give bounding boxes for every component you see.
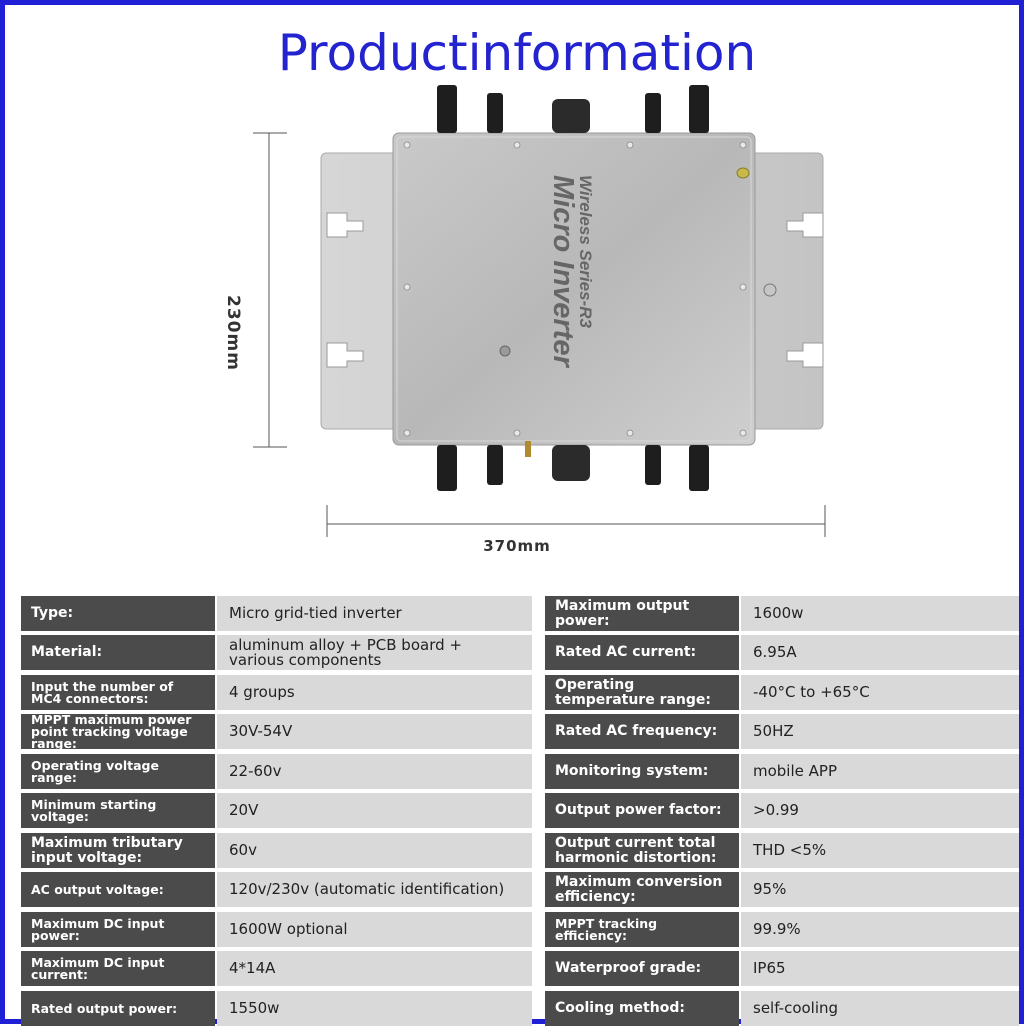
series-text: Wireless Series-R3 [576, 175, 595, 328]
spec-label: MPPT maximum power point tracking voltag… [21, 714, 215, 749]
spec-value: 1600w [741, 596, 1019, 631]
spec-table: Type: Micro grid-tied inverter Maximum o… [21, 596, 1019, 1026]
spec-value: 30V-54V [217, 714, 532, 749]
device-label: Wireless Series-R3 Micro Inverter [547, 175, 595, 368]
spec-label: Cooling method: [545, 991, 739, 1026]
spec-label: Maximum tributary input voltage: [21, 833, 215, 868]
spec-value: 1600W optional [217, 912, 532, 947]
product-image: Wireless Series-R3 Micro Inverter [253, 85, 826, 537]
spec-value: 60v [217, 833, 532, 868]
spec-row: Operating voltage range: 22-60v Monitori… [21, 754, 1019, 789]
spec-value: 20V [217, 793, 532, 828]
spec-row: Input the number of MC4 connectors: 4 gr… [21, 675, 1019, 710]
spec-label: Output power factor: [545, 793, 739, 828]
spec-value: aluminum alloy + PCB board + various com… [217, 635, 532, 670]
height-dimension-line [253, 132, 287, 448]
spec-label: Waterproof grade: [545, 951, 739, 986]
spec-label: Maximum DC input power: [21, 912, 215, 947]
spec-row: Type: Micro grid-tied inverter Maximum o… [21, 596, 1019, 631]
spec-row: MPPT maximum power point tracking voltag… [21, 714, 1019, 749]
spec-label: Material: [21, 635, 215, 670]
width-dimension-label: 370mm [483, 537, 551, 555]
bottom-connectors [437, 441, 709, 491]
height-dimension-label: 230mm [223, 295, 243, 371]
spec-value: 50HZ [741, 714, 1019, 749]
spec-value: self-cooling [741, 991, 1019, 1026]
spec-label: Maximum DC input current: [21, 951, 215, 986]
spec-value: mobile APP [741, 754, 1019, 789]
spec-label: Minimum starting voltage: [21, 793, 215, 828]
spec-row: AC output voltage: 120v/230v (automatic … [21, 872, 1019, 907]
spec-label: Maximum conversion efficiency: [545, 872, 739, 907]
spec-value: 22-60v [217, 754, 532, 789]
spec-value: -40°C to +65°C [741, 675, 1019, 710]
spec-label: MPPT tracking efficiency: [545, 912, 739, 947]
spec-value: THD <5% [741, 833, 1019, 868]
spec-row: Maximum tributary input voltage: 60v Out… [21, 833, 1019, 868]
spec-value: 120v/230v (automatic identification) [217, 872, 532, 907]
spec-row: Maximum DC input current: 4*14A Waterpro… [21, 951, 1019, 986]
spec-label: Rated AC frequency: [545, 714, 739, 749]
reset-button [499, 345, 511, 357]
spec-label: Operating voltage range: [21, 754, 215, 789]
screws [403, 141, 747, 437]
spec-label: Monitoring system: [545, 754, 739, 789]
ground-symbol-icon [763, 283, 777, 297]
spec-label: Rated AC current: [545, 635, 739, 670]
spec-value: 4*14A [217, 951, 532, 986]
spec-label: Input the number of MC4 connectors: [21, 675, 215, 710]
spec-value: IP65 [741, 951, 1019, 986]
spec-value: 1550w [217, 991, 532, 1026]
device-name-text: Micro Inverter [547, 175, 579, 368]
spec-label: AC output voltage: [21, 872, 215, 907]
spec-label: Output current total harmonic distortion… [545, 833, 739, 868]
status-led [736, 167, 750, 179]
mounting-slots [326, 212, 824, 368]
page-title: Productinformation [277, 24, 757, 82]
top-connectors [437, 85, 709, 133]
width-dimension-line [326, 505, 826, 537]
spec-row: Minimum starting voltage: 20V Output pow… [21, 793, 1019, 828]
spec-value: 99.9% [741, 912, 1019, 947]
spec-row: Material: aluminum alloy + PCB board + v… [21, 635, 1019, 670]
spec-value: >0.99 [741, 793, 1019, 828]
spec-row: Rated output power: 1550w Cooling method… [21, 991, 1019, 1026]
spec-label: Maximum output power: [545, 596, 739, 631]
spec-label: Rated output power: [21, 991, 215, 1026]
spec-value: 95% [741, 872, 1019, 907]
spec-value: 4 groups [217, 675, 532, 710]
spec-value: 6.95A [741, 635, 1019, 670]
spec-row: Maximum DC input power: 1600W optional M… [21, 912, 1019, 947]
spec-value: Micro grid-tied inverter [217, 596, 532, 631]
spec-label: Operating temperature range: [545, 675, 739, 710]
spec-label: Type: [21, 596, 215, 631]
